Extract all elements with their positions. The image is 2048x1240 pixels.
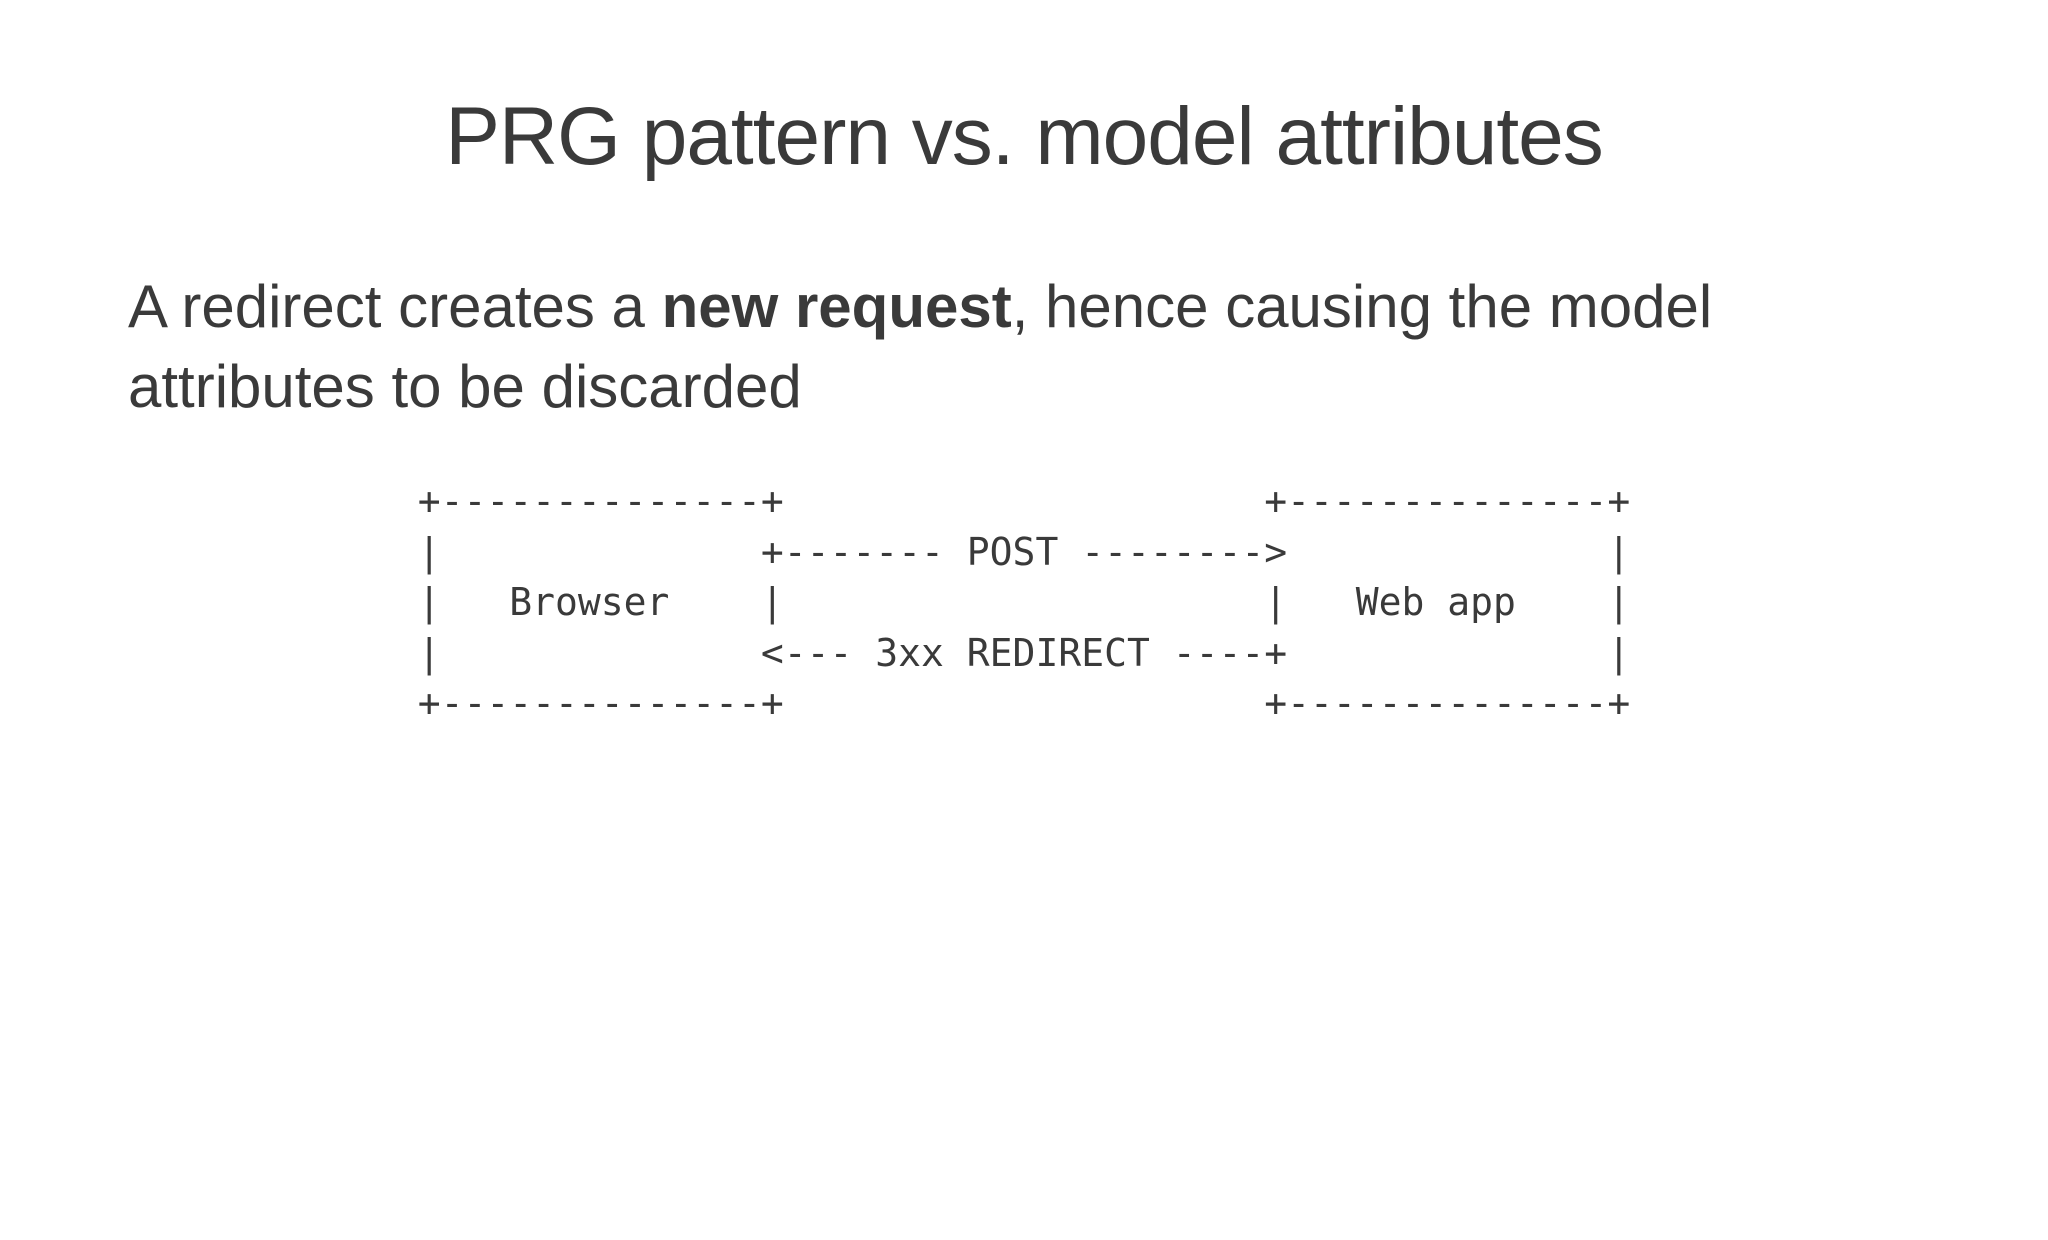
- body-text-line1-prefix: A redirect creates a: [128, 273, 662, 341]
- body-text-line2: attributes to be discarded: [128, 353, 802, 421]
- body-text-bold: new request: [661, 273, 1012, 341]
- slide: PRG pattern vs. model attributes A redir…: [0, 88, 2048, 1240]
- page-title: PRG pattern vs. model attributes: [445, 91, 1604, 182]
- prg-ascii-diagram: +--------------+ +--------------+ | +---…: [417, 479, 1631, 726]
- body-paragraph: A redirect creates a new request, hence …: [128, 267, 1920, 427]
- body-text-line1-suffix: , hence causing the model: [1011, 273, 1713, 341]
